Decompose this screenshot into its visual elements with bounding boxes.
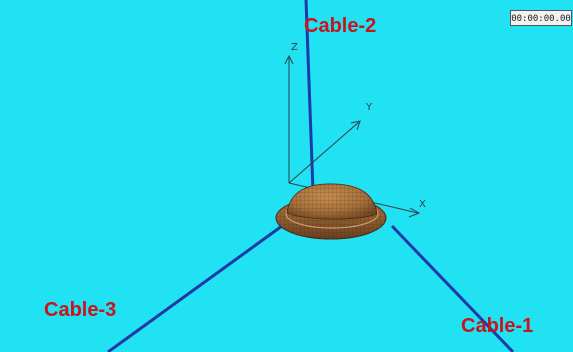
y-axis-arrowhead [350,120,361,131]
cable-1-line[interactable] [390,224,515,352]
float-body-mesh[interactable] [270,180,395,245]
z-axis-arrowhead [284,54,294,65]
cable-1-label: Cable-1 [461,315,534,337]
z-axis-label: Z [291,42,298,53]
simulation-timer: 00:00:00.00 [510,10,572,26]
x-axis-label: X [419,199,426,210]
cable-3-label: Cable-3 [44,299,117,321]
cable-2-label: Cable-2 [304,15,377,37]
x-axis-arrowhead [408,207,421,218]
cable-2-line[interactable] [304,0,315,192]
cables-group [107,0,515,352]
y-axis-line [288,121,360,184]
y-axis-label: Y [365,102,373,113]
cable-3-line[interactable] [107,224,283,352]
